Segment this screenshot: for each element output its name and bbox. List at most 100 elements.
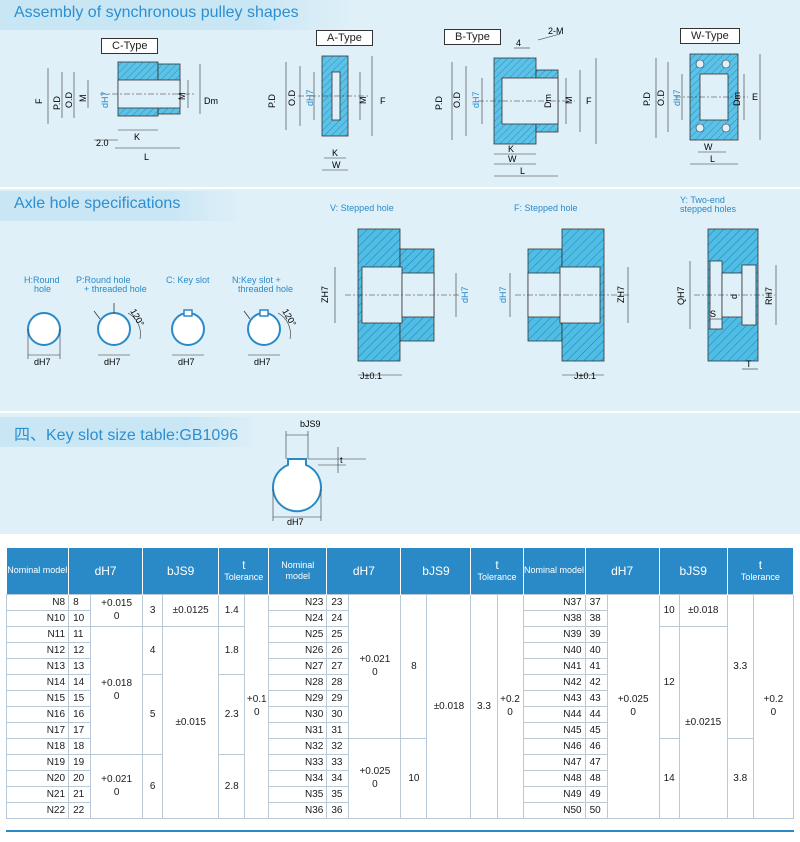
d-cell: 41 (584, 657, 608, 675)
d-cell: 49 (584, 785, 608, 803)
model-cell: N47 (522, 753, 586, 771)
model-cell: N46 (522, 737, 586, 755)
d-cell: 27 (326, 657, 350, 675)
d-cell: 10 (68, 609, 92, 627)
d-cell: 42 (584, 673, 608, 691)
b-dim-4: 4 (516, 38, 521, 48)
model-cell: N24 (268, 609, 328, 627)
b-tol-cell: ±0.015 (162, 625, 220, 819)
a-dim-w: W (332, 160, 341, 170)
w-dim-dm: Dm (732, 92, 742, 106)
a-type-drawing (285, 55, 373, 171)
model-cell: N12 (5, 641, 70, 659)
d-cell: 44 (584, 705, 608, 723)
c-dim-od: O.D (64, 91, 74, 108)
a-dim-dh7: dH7 (305, 89, 315, 106)
d-cell: 35 (326, 785, 350, 803)
c-dim-l: L (144, 152, 149, 162)
stepped-v-caption: V: Stepped hole (330, 203, 394, 213)
c-dim-k: K (134, 132, 140, 142)
stepped-y-r: RH7 (764, 287, 774, 305)
model-cell: N14 (5, 673, 70, 691)
b-type-label: B-Type (444, 29, 501, 45)
d-cell: 25 (326, 625, 350, 643)
stepped-f-d: dH7 (498, 286, 508, 303)
w-dim-pd: P.D (642, 92, 652, 106)
hole-p-caption-2: + threaded hole (84, 284, 147, 294)
model-cell: N43 (522, 689, 586, 707)
header-dh7-1: dH7 (68, 548, 144, 594)
d-cell: 40 (584, 641, 608, 659)
model-cell: N10 (5, 609, 70, 627)
b-dim-od: O.D (452, 91, 462, 108)
t-cell: 1.4 (218, 593, 246, 627)
d-cell: 34 (326, 769, 350, 787)
d-cell: 47 (584, 753, 608, 771)
stepped-f-drawing (509, 228, 630, 376)
assembly-section-title: Assembly of synchronous pulley shapes (0, 0, 355, 30)
b-cell: 10 (400, 737, 428, 819)
stepped-v-j: J±0.1 (360, 371, 382, 381)
model-cell: N18 (5, 737, 70, 755)
c-dim-m-right: M (177, 93, 187, 101)
t-cell: 2.8 (218, 753, 246, 819)
d-cell: 29 (326, 689, 350, 707)
b-dim-f: F (586, 96, 592, 106)
c-dim-dh7: dH7 (100, 91, 110, 108)
c-dim-dm: Dm (204, 96, 218, 106)
header-dh7-2: dH7 (326, 548, 402, 594)
d-cell: 38 (584, 609, 608, 627)
hole-c-dim: dH7 (178, 357, 195, 367)
w-dim-dh7: dH7 (672, 89, 682, 106)
model-cell: N19 (5, 753, 70, 771)
a-dim-od: O.D (287, 89, 297, 106)
d-cell: 46 (584, 737, 608, 755)
model-cell: N22 (5, 801, 70, 819)
model-cell: N21 (5, 785, 70, 803)
t-cell: 3.8 (726, 737, 754, 819)
model-cell: N28 (268, 673, 328, 691)
model-cell: N29 (268, 689, 328, 707)
stepped-y-d: d (729, 294, 739, 299)
model-cell: N15 (5, 689, 70, 707)
d-cell: 18 (68, 737, 92, 755)
b-tol-cell: ±0.0125 (162, 593, 220, 627)
model-cell: N11 (5, 625, 70, 643)
stepped-f-z: ZH7 (616, 286, 626, 303)
b-dim-dh7: dH7 (471, 91, 481, 108)
b-cell: 3 (142, 593, 164, 627)
t-cell: 3.3 (470, 593, 498, 819)
d-cell: 11 (68, 625, 92, 643)
w-dim-e: E (752, 92, 758, 102)
b-cell: 4 (142, 625, 164, 675)
w-dim-l: L (710, 154, 715, 164)
w-type-drawing (655, 53, 761, 165)
keyslot-panel: 四、Key slot size table:GB1096 bJS9 t dH7 (0, 413, 800, 534)
d-cell: 28 (326, 673, 350, 691)
d-cell: 12 (68, 641, 92, 659)
model-cell: N35 (268, 785, 328, 803)
model-cell: N45 (522, 721, 586, 739)
stepped-y-q: QH7 (676, 286, 686, 305)
d-cell: 48 (584, 769, 608, 787)
axle-panel: Axle hole specifications H:Round hole P:… (0, 189, 800, 411)
hole-n-angle: 120° (280, 307, 298, 328)
b-dim-l: L (520, 166, 525, 176)
table-bottom-bar (6, 830, 794, 832)
d-cell: 24 (326, 609, 350, 627)
hole-h-caption-1: H:Round (24, 275, 60, 285)
header-model-2: Nominal model (268, 548, 328, 594)
c-dim-f: F (34, 98, 44, 104)
b-dim-pd: P.D (434, 96, 444, 110)
b-cell: 10 (658, 593, 680, 627)
d-cell: 15 (68, 689, 92, 707)
model-cell: N31 (268, 721, 328, 739)
